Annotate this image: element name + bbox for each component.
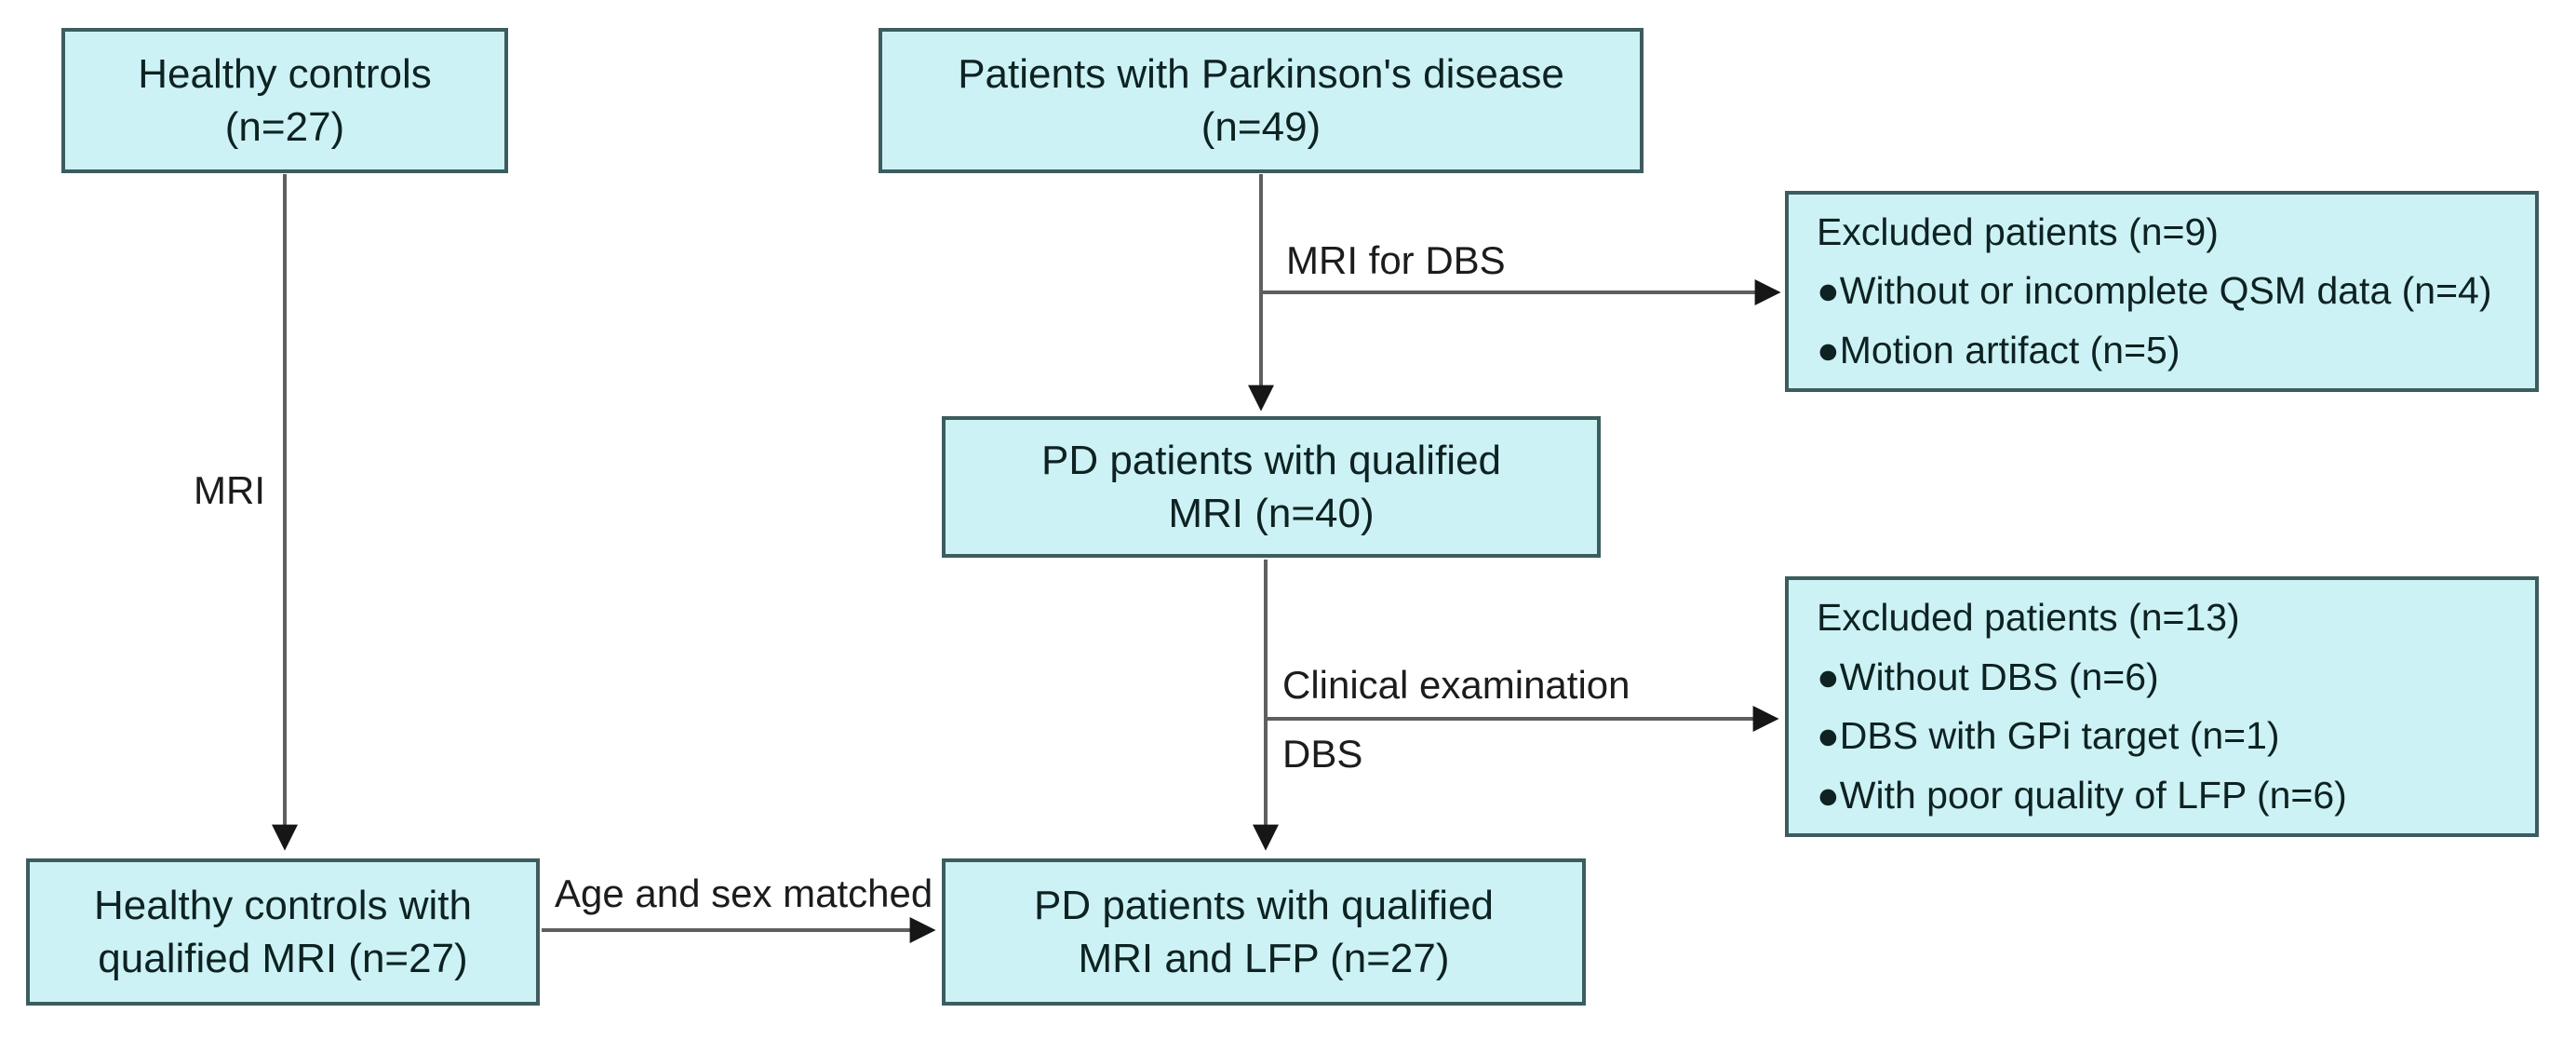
- box-text-line: MRI and LFP (n=27): [1078, 936, 1450, 981]
- arrow-label-clinical-examination: Clinical examination: [1282, 663, 1630, 707]
- box-text-line: Excluded patients (n=13): [1817, 595, 2240, 639]
- arrow-label-dbs: DBS: [1282, 732, 1363, 776]
- box-pd-qualified-mri: PD patients with qualified MRI (n=40): [942, 416, 1601, 558]
- box-healthy-controls: Healthy controls (n=27): [61, 28, 508, 173]
- box-text-line: ●Motion artifact (n=5): [1817, 329, 2180, 372]
- box-text-line: PD patients with qualified: [1040, 437, 1502, 483]
- box-text-line: MRI (n=40): [1168, 491, 1375, 536]
- box-text-line: Healthy controls with: [94, 882, 472, 928]
- box-text-line: ●Without or incomplete QSM data (n=4): [1817, 269, 2492, 313]
- box-text-line: ●With poor quality of LFP (n=6): [1817, 774, 2347, 817]
- arrow-label-age-sex-matched: Age and sex matched: [555, 871, 933, 915]
- box-text-line: (n=27): [224, 104, 345, 150]
- box-hc-qualified-mri: Healthy controls with qualified MRI (n=2…: [26, 858, 540, 1006]
- box-text-line: Healthy controls: [138, 50, 432, 97]
- box-pd-qualified-mri-lfp: PD patients with qualified MRI and LFP (…: [942, 858, 1586, 1006]
- box-text-line: PD patients with qualified: [1033, 882, 1495, 928]
- box-text-line: Patients with Parkinson's disease: [958, 50, 1564, 97]
- box-text-line: ●DBS with GPi target (n=1): [1817, 714, 2280, 758]
- box-text-line: (n=49): [1201, 104, 1322, 150]
- arrow-label-mri-for-dbs: MRI for DBS: [1286, 238, 1506, 282]
- box-pd-patients: Patients with Parkinson's disease (n=49): [879, 28, 1644, 173]
- box-excluded-mri: Excluded patients (n=9) ●Without or inco…: [1785, 191, 2539, 392]
- arrow-label-mri: MRI: [194, 468, 265, 512]
- box-text-line: Excluded patients (n=9): [1817, 209, 2219, 253]
- box-text-line: ●Without DBS (n=6): [1817, 655, 2159, 698]
- box-text-line: qualified MRI (n=27): [98, 936, 468, 981]
- box-excluded-dbs: Excluded patients (n=13) ●Without DBS (n…: [1785, 576, 2539, 837]
